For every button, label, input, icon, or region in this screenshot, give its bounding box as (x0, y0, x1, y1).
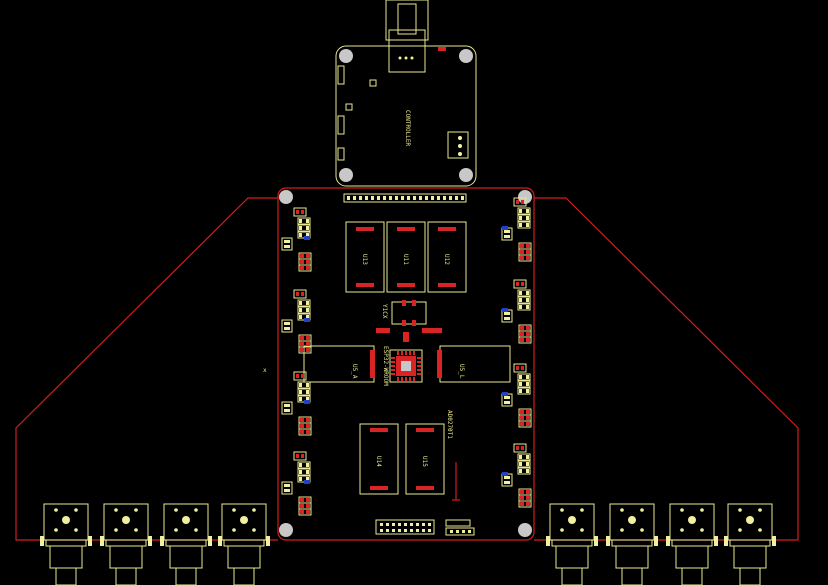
svg-text:U13: U13 (361, 254, 368, 265)
bnc-connector (724, 503, 776, 585)
bnc-connector (606, 503, 658, 585)
ic-u15: U15 (405, 423, 445, 495)
bnc-connector (160, 503, 212, 585)
ic-u14: U14 (359, 423, 399, 495)
main-processor: ESP32-WROOM (382, 346, 423, 386)
mount-hole (459, 168, 473, 182)
crystal: Y1CX (376, 300, 442, 342)
ic-u5-a: U5_A (303, 345, 375, 383)
bnc-connectors (40, 503, 776, 585)
svg-text:AD0270T1: AD0270T1 (446, 410, 453, 439)
svg-text:ESP32-WROOM: ESP32-WROOM (382, 346, 389, 386)
right-component-column (501, 197, 532, 508)
controller-label: CONTROLLER (404, 110, 411, 147)
usb-connector (385, 0, 446, 73)
ic-right-label: AD0270T1 (446, 410, 460, 501)
mount-hole (339, 168, 353, 182)
bnc-connector (666, 503, 718, 585)
svg-text:Y1CX: Y1CX (381, 304, 388, 319)
bnc-connector (218, 503, 270, 585)
ic-u5-b: U5_L (437, 345, 511, 383)
svg-text:U5_A: U5_A (351, 364, 358, 379)
svg-text:U12: U12 (443, 254, 450, 265)
ic-u13: U13 (345, 221, 385, 293)
svg-text:U14: U14 (375, 456, 382, 467)
left-component-column (281, 207, 312, 516)
mount-hole (339, 49, 353, 63)
ic-u11: U11 (386, 221, 426, 293)
svg-text:U15: U15 (421, 456, 428, 467)
svg-text:U5_L: U5_L (458, 364, 465, 379)
marker-x: x (263, 367, 267, 374)
bnc-connector (40, 503, 92, 585)
bnc-connector (546, 503, 598, 585)
controller-board: CONTROLLER (335, 45, 477, 187)
top-header (343, 193, 467, 203)
svg-text:U11: U11 (402, 254, 409, 265)
bottom-header (375, 519, 475, 536)
ic-u12: U12 (427, 221, 467, 293)
mount-hole (459, 49, 473, 63)
bnc-connector (100, 503, 152, 585)
